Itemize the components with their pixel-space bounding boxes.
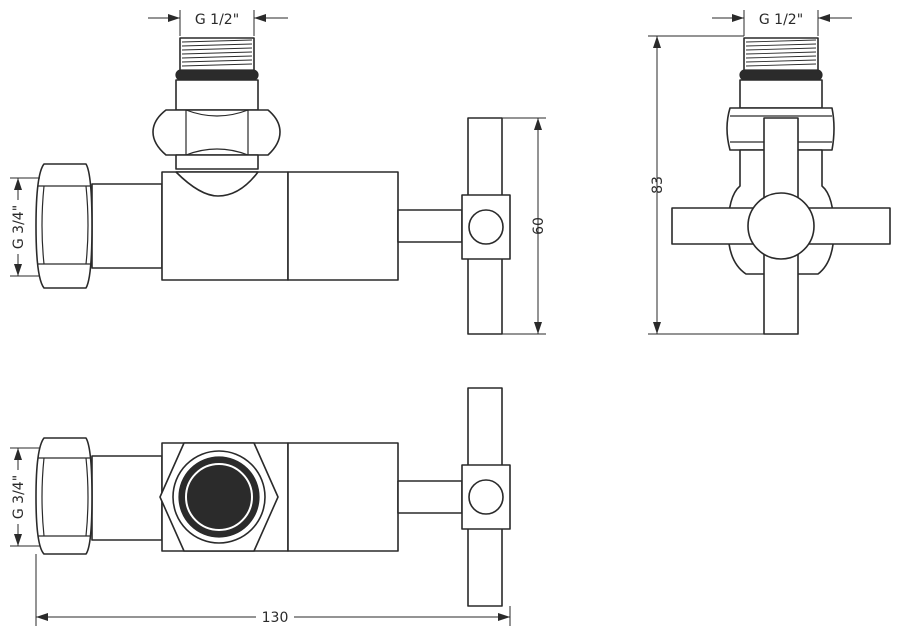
- dimension-thread-top-right: G 1/2": [712, 10, 852, 36]
- length-label-130: 130: [262, 610, 289, 626]
- dimension-height-60: 60: [502, 117, 547, 335]
- top-view: [35, 387, 511, 607]
- valve-body-front: [91, 171, 463, 281]
- hex-outlet-top-view: [159, 442, 279, 552]
- top-hex-nut: [152, 109, 281, 170]
- dimension-thread-top-left: G 1/2": [148, 10, 288, 36]
- thread-label-side-lower: G 3/4": [11, 475, 27, 519]
- side-cross-handle: [671, 117, 891, 335]
- side-thread-connector: [739, 37, 823, 109]
- thread-label-top-right: G 1/2": [759, 12, 803, 28]
- side-view: [671, 37, 891, 335]
- dimension-height-83: 83: [648, 35, 764, 335]
- handle-top-view: [461, 387, 511, 607]
- height-label-83: 83: [650, 176, 666, 194]
- left-hex-nut-front: [35, 163, 93, 289]
- dimension-length-130: 130: [35, 554, 511, 626]
- left-hex-nut-top: [35, 437, 93, 555]
- front-view: [35, 37, 511, 335]
- handle-front: [461, 117, 511, 335]
- top-thread-connector: [175, 37, 259, 111]
- thread-label-side-upper: G 3/4": [11, 205, 27, 249]
- dimension-thread-side-upper: G 3/4": [10, 177, 40, 277]
- dimension-thread-side-lower: G 3/4": [10, 447, 40, 547]
- height-label-60: 60: [531, 217, 547, 235]
- thread-label-top-left: G 1/2": [195, 12, 239, 28]
